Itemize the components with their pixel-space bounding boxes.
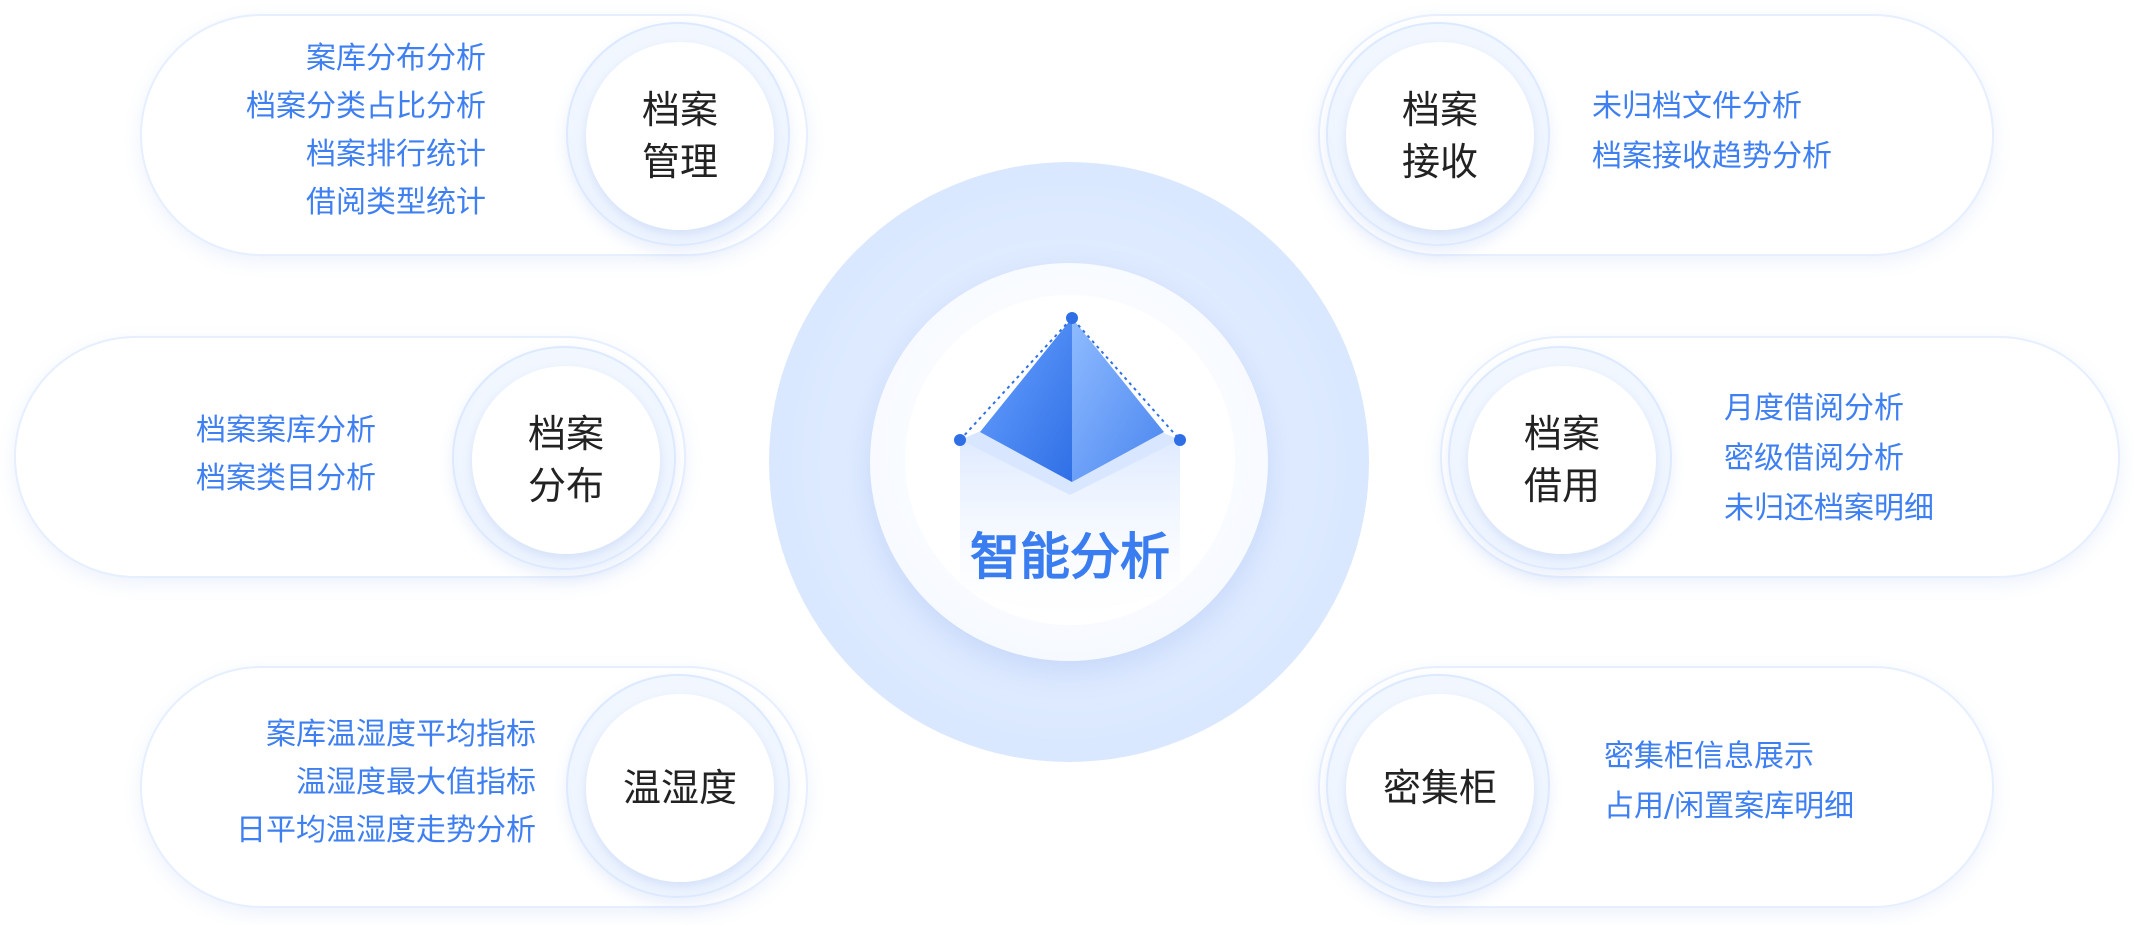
circle-archive-borrowing: 档案 借用 (1448, 346, 1672, 570)
circle-temperature-humidity: 温湿度 (566, 674, 790, 898)
vertex-dot-right (1174, 434, 1186, 446)
vertex-dot-left (954, 434, 966, 446)
list-item: 档案排行统计 (306, 137, 486, 172)
list-item: 档案类目分析 (196, 461, 376, 496)
node-title: 档案 接收 (1401, 88, 1478, 184)
item-list-archive-borrowing: 月度借阅分析 密级借阅分析 未归还档案明细 (1724, 392, 1934, 526)
vertex-dot-top (1066, 312, 1078, 324)
pyramid-left-face (980, 318, 1072, 482)
list-item: 未归档文件分析 (1592, 89, 1802, 124)
list-item: 未归还档案明细 (1724, 491, 1934, 526)
pyramid-cube-icon (954, 312, 1186, 620)
circle-compact-shelving: 密集柜 (1326, 674, 1550, 898)
list-item: 案库分布分析 (306, 41, 486, 76)
item-list-archive-management: 案库分布分析 档案分类占比分析 档案排行统计 借阅类型统计 (160, 42, 486, 220)
node-title: 温湿度 (622, 766, 737, 810)
node-title: 档案 管理 (641, 88, 718, 184)
list-item: 借阅类型统计 (306, 185, 486, 220)
circle-archive-distribution: 档案 分布 (452, 346, 676, 570)
cube-body (960, 440, 1180, 620)
list-item: 日平均温湿度走势分析 (236, 813, 536, 848)
node-title: 档案 借用 (1523, 412, 1600, 508)
list-item: 密级借阅分析 (1724, 441, 1904, 476)
item-list-archive-receiving: 未归档文件分析 档案接收趋势分析 (1592, 90, 1832, 174)
list-item: 档案接收趋势分析 (1592, 139, 1832, 174)
item-list-temperature-humidity: 案库温湿度平均指标 温湿度最大值指标 日平均温湿度走势分析 (160, 718, 536, 848)
node-title: 档案 分布 (527, 412, 604, 508)
list-item: 月度借阅分析 (1724, 391, 1904, 426)
center-label: 智能分析 (970, 528, 1170, 586)
item-list-compact-shelving: 密集柜信息展示 占用/闲置案库明细 (1604, 740, 1854, 824)
list-item: 档案分类占比分析 (246, 89, 486, 124)
list-item: 占用/闲置案库明细 (1604, 789, 1855, 824)
item-list-archive-distribution: 档案案库分析 档案类目分析 (60, 414, 376, 496)
list-item: 档案案库分析 (196, 413, 376, 448)
node-title: 密集柜 (1382, 766, 1497, 810)
pyramid-right-face (1072, 318, 1164, 482)
pyramid-dotted-outline (959, 316, 1181, 441)
circle-archive-management: 档案 管理 (566, 22, 790, 246)
list-item: 密集柜信息展示 (1604, 739, 1814, 774)
list-item: 案库温湿度平均指标 (266, 717, 536, 752)
list-item: 温湿度最大值指标 (296, 765, 536, 800)
circle-archive-receiving: 档案 接收 (1326, 22, 1550, 246)
